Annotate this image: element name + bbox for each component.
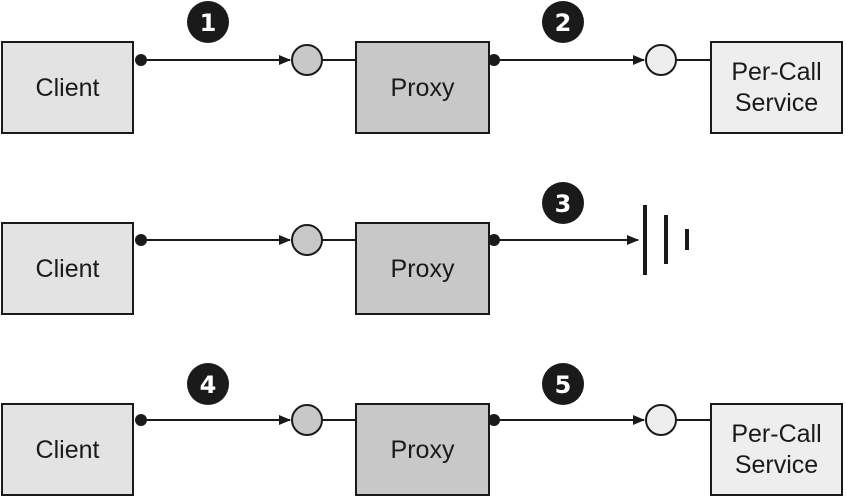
step-badge-label: 1	[200, 9, 217, 37]
step-badge-label: 5	[555, 371, 572, 399]
client-label: Client	[36, 436, 100, 464]
proxy-label: Proxy	[391, 74, 455, 102]
client-label: Client	[36, 74, 100, 102]
service-endpoint	[645, 44, 677, 76]
proxy-endpoint	[291, 404, 323, 436]
proxy-endpoint	[291, 224, 323, 256]
client-box	[1, 222, 134, 315]
service-label-line2: Service	[735, 451, 818, 479]
step-badge: 4	[187, 363, 229, 405]
client-label: Client	[36, 255, 100, 283]
proxy-endpoint	[291, 44, 323, 76]
step-badge: 2	[542, 1, 584, 43]
proxy-box	[355, 222, 490, 315]
client-box	[1, 41, 134, 134]
proxy-label: Proxy	[391, 436, 455, 464]
service-endpoint	[645, 404, 677, 436]
service-box	[710, 41, 843, 134]
proxy-label: Proxy	[391, 255, 455, 283]
step-badge: 5	[542, 363, 584, 405]
proxy-box	[355, 403, 490, 496]
client-box	[1, 403, 134, 496]
step-badge: 1	[187, 1, 229, 43]
row-1: Client Proxy Per-Call Service 1 2	[1, 1, 843, 134]
ground-symbol-icon	[643, 205, 689, 275]
service-box	[710, 403, 843, 496]
service-label-line1: Per-Call	[731, 58, 821, 86]
row-2: Client Proxy 3	[1, 182, 689, 315]
step-badge-label: 4	[200, 371, 217, 399]
row-3: Client Proxy Per-Call Service 4 5	[1, 363, 843, 496]
step-badge-label: 2	[555, 9, 572, 37]
service-label-line2: Service	[735, 89, 818, 117]
step-badge-label: 3	[555, 190, 572, 218]
proxy-box	[355, 41, 490, 134]
step-badge: 3	[542, 182, 584, 224]
service-label-line1: Per-Call	[731, 420, 821, 448]
